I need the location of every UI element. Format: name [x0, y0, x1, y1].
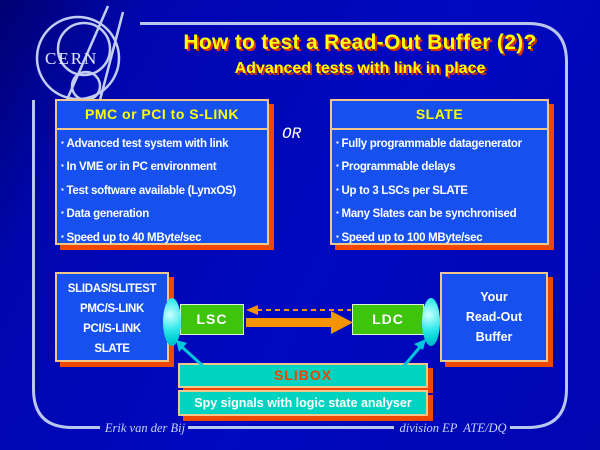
bullet-item: Many Slates can be synchronised: [336, 202, 544, 225]
link-connector-left: [163, 298, 181, 346]
source-device-label: SLATE: [94, 343, 130, 355]
bullet-item: Speed up to 40 MByte/sec: [61, 226, 264, 249]
source-devices-box: SLIDAS/SLITEST PMC/S-LINK PCI/S-LINK SLA…: [55, 272, 169, 362]
bullet-item: Data generation: [61, 202, 264, 225]
slate-panel-title: SLATE: [332, 101, 547, 130]
pmc-pci-slink-panel: PMC or PCI to S-LINK Advanced test syste…: [55, 99, 269, 245]
source-device-label: SLIDAS/SLITEST: [67, 283, 157, 295]
or-label: OR: [282, 125, 302, 143]
lsc-box: LSC: [180, 304, 244, 335]
bullet-item: Speed up to 100 MByte/sec: [336, 226, 544, 249]
cern-logo-text: CERN: [45, 49, 98, 68]
slate-panel-body: Fully programmable datagenerator Program…: [332, 130, 547, 249]
bullet-item: Fully programmable datagenerator: [336, 132, 544, 155]
spy-signals-box: Spy signals with logic state analyser: [178, 390, 428, 416]
pmc-pci-slink-panel-body: Advanced test system with link In VME or…: [57, 130, 267, 249]
ldc-box: LDC: [352, 304, 424, 335]
bullet-item: Up to 3 LSCs per SLATE: [336, 179, 544, 202]
cern-logo: CERN: [35, 5, 125, 102]
bullet-item: Test software available (LynxOS): [61, 179, 264, 202]
pmc-pci-slink-panel-title: PMC or PCI to S-LINK: [57, 101, 267, 130]
bullet-item: Programmable delays: [336, 155, 544, 178]
link-connector-right: [422, 298, 440, 346]
readout-buffer-label: Your: [480, 290, 508, 304]
bullet-item: In VME or in PC environment: [61, 155, 264, 178]
readout-buffer-label: Read-Out: [465, 310, 523, 324]
page-subtitle: Advanced tests with link in place: [234, 60, 486, 77]
readout-buffer-box: Your Read-Out Buffer: [440, 272, 548, 362]
frame-border-line: [32, 22, 568, 429]
page-title: How to test a Read-Out Buffer (2)?: [183, 31, 537, 54]
bullet-item: Advanced test system with link: [61, 132, 264, 155]
source-device-label: PCI/S-LINK: [83, 323, 141, 335]
source-device-label: PMC/S-LINK: [79, 303, 145, 315]
footer-author: Erik van der Bij: [104, 421, 186, 435]
footer-division: division EP ATE/DQ: [399, 421, 507, 435]
slate-panel: SLATE Fully programmable datagenerator P…: [330, 99, 549, 245]
readout-buffer-label: Buffer: [475, 330, 513, 344]
slibox-box: SLIBOX: [178, 363, 428, 388]
